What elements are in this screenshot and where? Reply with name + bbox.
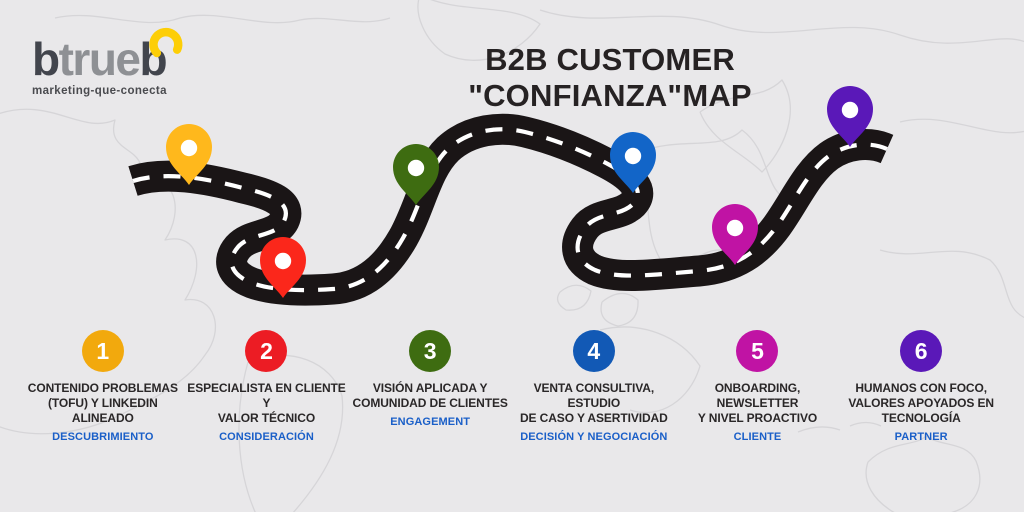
- journey-stops-row: 1 CONTENIDO PROBLEMAS (TOFU) Y LINKEDIN …: [21, 330, 1003, 443]
- road-asphalt: [128, 113, 894, 306]
- map-pin-4: [610, 132, 656, 193]
- page-title: B2B CUSTOMER "CONFIANZA"MAP: [468, 42, 752, 113]
- stop-description: ONBOARDING, NEWSLETTER Y NIVEL PROACTIVO: [697, 381, 818, 426]
- stop-stage-label: DECISIÓN Y NEGOCIACIÓN: [520, 431, 668, 444]
- stop-number-badge: 5: [736, 330, 779, 372]
- stop-description: CONTENIDO PROBLEMAS (TOFU) Y LINKEDIN AL…: [27, 381, 178, 426]
- journey-stop-6: 6 HUMANOS CON FOCO, VALORES APOYADOS EN …: [839, 330, 1003, 443]
- pin-hole: [274, 252, 292, 270]
- road-center-dashes: [132, 127, 888, 293]
- logo-wordmark: btrueb: [32, 27, 183, 85]
- pin-hole: [624, 147, 642, 165]
- stop-stage-label: DESCUBRIMIENTO: [52, 431, 154, 444]
- logo-letter-b-first: b: [32, 33, 60, 85]
- stop-stage-label: ENGAGEMENT: [390, 416, 471, 429]
- stop-description: ESPECIALISTA EN CLIENTE Y VALOR TÉCNICO: [187, 381, 346, 426]
- journey-stop-4: 4 VENTA CONSULTIVA, ESTUDIO DE CASO Y AS…: [512, 330, 676, 443]
- stop-number-badge: 4: [572, 330, 615, 372]
- map-pin-5: [712, 204, 758, 265]
- btrueb-logo: btrueb marketing-que-conecta: [32, 27, 183, 97]
- map-pin-3: [393, 144, 439, 205]
- stop-stage-label: CONSIDERACIÓN: [219, 431, 314, 444]
- journey-stop-1: 1 CONTENIDO PROBLEMAS (TOFU) Y LINKEDIN …: [21, 330, 185, 443]
- pin-hole: [180, 139, 198, 157]
- stop-description: VENTA CONSULTIVA, ESTUDIO DE CASO Y ASER…: [519, 381, 668, 426]
- map-pin-6: [827, 86, 873, 147]
- pin-hole: [841, 101, 859, 119]
- stop-number-badge: 1: [81, 330, 124, 372]
- stop-stage-label: PARTNER: [894, 431, 948, 444]
- stop-number-badge: 2: [245, 330, 288, 372]
- journey-stop-2: 2 ESPECIALISTA EN CLIENTE Y VALOR TÉCNIC…: [185, 330, 349, 443]
- logo-tagline: marketing-que-conecta: [32, 85, 167, 97]
- journey-stop-5: 5 ONBOARDING, NEWSLETTER Y NIVEL PROACTI…: [676, 330, 840, 443]
- stop-description: VISIÓN APLICADA Y COMUNIDAD DE CLIENTES: [352, 381, 508, 411]
- stop-number-badge: 6: [900, 330, 943, 372]
- logo-letters-true: true: [58, 33, 141, 85]
- stop-description: HUMANOS CON FOCO, VALORES APOYADOS EN TE…: [848, 381, 994, 426]
- logo-swoosh-icon: [149, 27, 183, 58]
- pin-hole: [407, 159, 425, 177]
- map-pin-1: [166, 124, 212, 185]
- stop-number-badge: 3: [409, 330, 452, 372]
- journey-road: [128, 113, 894, 306]
- map-pin-2: [260, 237, 306, 298]
- journey-stop-3: 3 VISIÓN APLICADA Y COMUNIDAD DE CLIENTE…: [348, 330, 512, 443]
- pin-hole: [726, 219, 744, 237]
- stop-stage-label: CLIENTE: [733, 431, 782, 444]
